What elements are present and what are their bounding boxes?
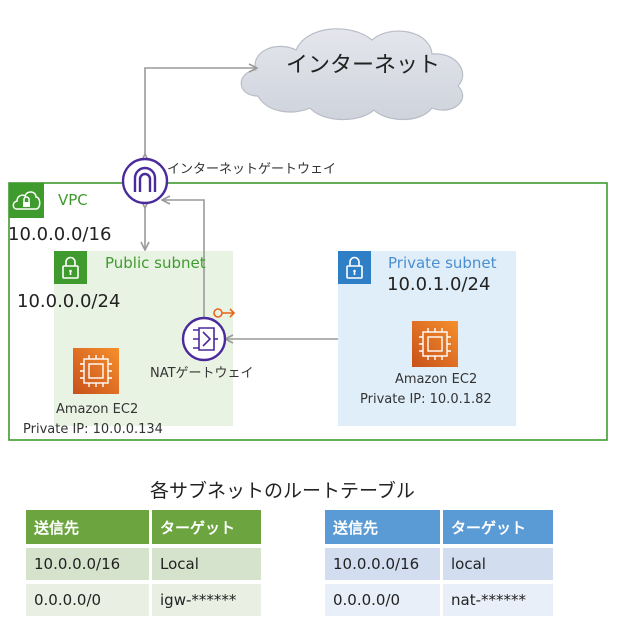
- nat-label: NATゲートウェイ: [150, 366, 254, 381]
- private-route-table: 送信先 ターゲット 10.0.0.0/16 local 0.0.0.0/0 na…: [325, 506, 553, 620]
- table-row: 0.0.0.0/0 nat-******: [325, 584, 553, 616]
- table-row: 10.0.0.0/16 local: [325, 548, 553, 580]
- column-header-destination: 送信先: [26, 510, 149, 544]
- table-cell: 10.0.0.0/16: [325, 548, 440, 580]
- table-cell: 10.0.0.0/16: [26, 548, 149, 580]
- column-header-destination: 送信先: [325, 510, 440, 544]
- lock-icon: [346, 256, 363, 279]
- internet-label: インターネット: [286, 53, 441, 78]
- vpc-label: VPC: [58, 191, 88, 209]
- internet-gateway-icon: [121, 157, 169, 205]
- internet-cloud-icon: [240, 28, 464, 121]
- public-ec2-private-ip: Private IP: 10.0.0.134: [23, 422, 163, 437]
- table-cell: 0.0.0.0/0: [325, 584, 440, 616]
- table-header-row: 送信先 ターゲット: [325, 510, 553, 544]
- private-subnet-label: Private subnet: [388, 254, 497, 272]
- nat-gateway-icon: [181, 316, 227, 362]
- ec2-chip-icon: [412, 321, 458, 367]
- table-row: 0.0.0.0/0 igw-******: [26, 584, 261, 616]
- ec2-chip-icon: [73, 348, 119, 394]
- table-cell: 0.0.0.0/0: [26, 584, 149, 616]
- cloud-lock-icon: [12, 191, 41, 210]
- public-subnet-cidr: 10.0.0.0/24: [17, 291, 121, 312]
- private-subnet-badge: [338, 251, 371, 284]
- public-subnet-label: Public subnet: [105, 254, 206, 272]
- vpc-boundary: [8, 182, 608, 441]
- public-ec2-label: Amazon EC2: [56, 402, 139, 417]
- vpc-cloud-badge: [9, 183, 44, 218]
- table-row: 10.0.0.0/16 Local: [26, 548, 261, 580]
- private-ec2-private-ip: Private IP: 10.0.1.82: [360, 392, 492, 407]
- public-subnet-badge: [54, 251, 87, 284]
- table-cell: Local: [149, 548, 261, 580]
- route-tables-title: 各サブネットのルートテーブル: [150, 480, 415, 502]
- lock-icon: [62, 256, 79, 279]
- private-ec2-label: Amazon EC2: [395, 372, 478, 387]
- nat-elastic-ip-icon: [213, 308, 236, 318]
- vpc-cidr: 10.0.0.0/16: [8, 224, 112, 245]
- private-subnet-cidr: 10.0.1.0/24: [387, 274, 491, 295]
- table-cell: nat-******: [440, 584, 553, 616]
- column-header-target: ターゲット: [149, 510, 261, 544]
- connection-arrows: [145, 68, 338, 339]
- public-route-table: 送信先 ターゲット 10.0.0.0/16 Local 0.0.0.0/0 ig…: [26, 506, 261, 620]
- table-header-row: 送信先 ターゲット: [26, 510, 261, 544]
- table-cell: igw-******: [149, 584, 261, 616]
- column-header-target: ターゲット: [440, 510, 553, 544]
- table-cell: local: [440, 548, 553, 580]
- igw-label: インターネットゲートウェイ: [167, 162, 337, 177]
